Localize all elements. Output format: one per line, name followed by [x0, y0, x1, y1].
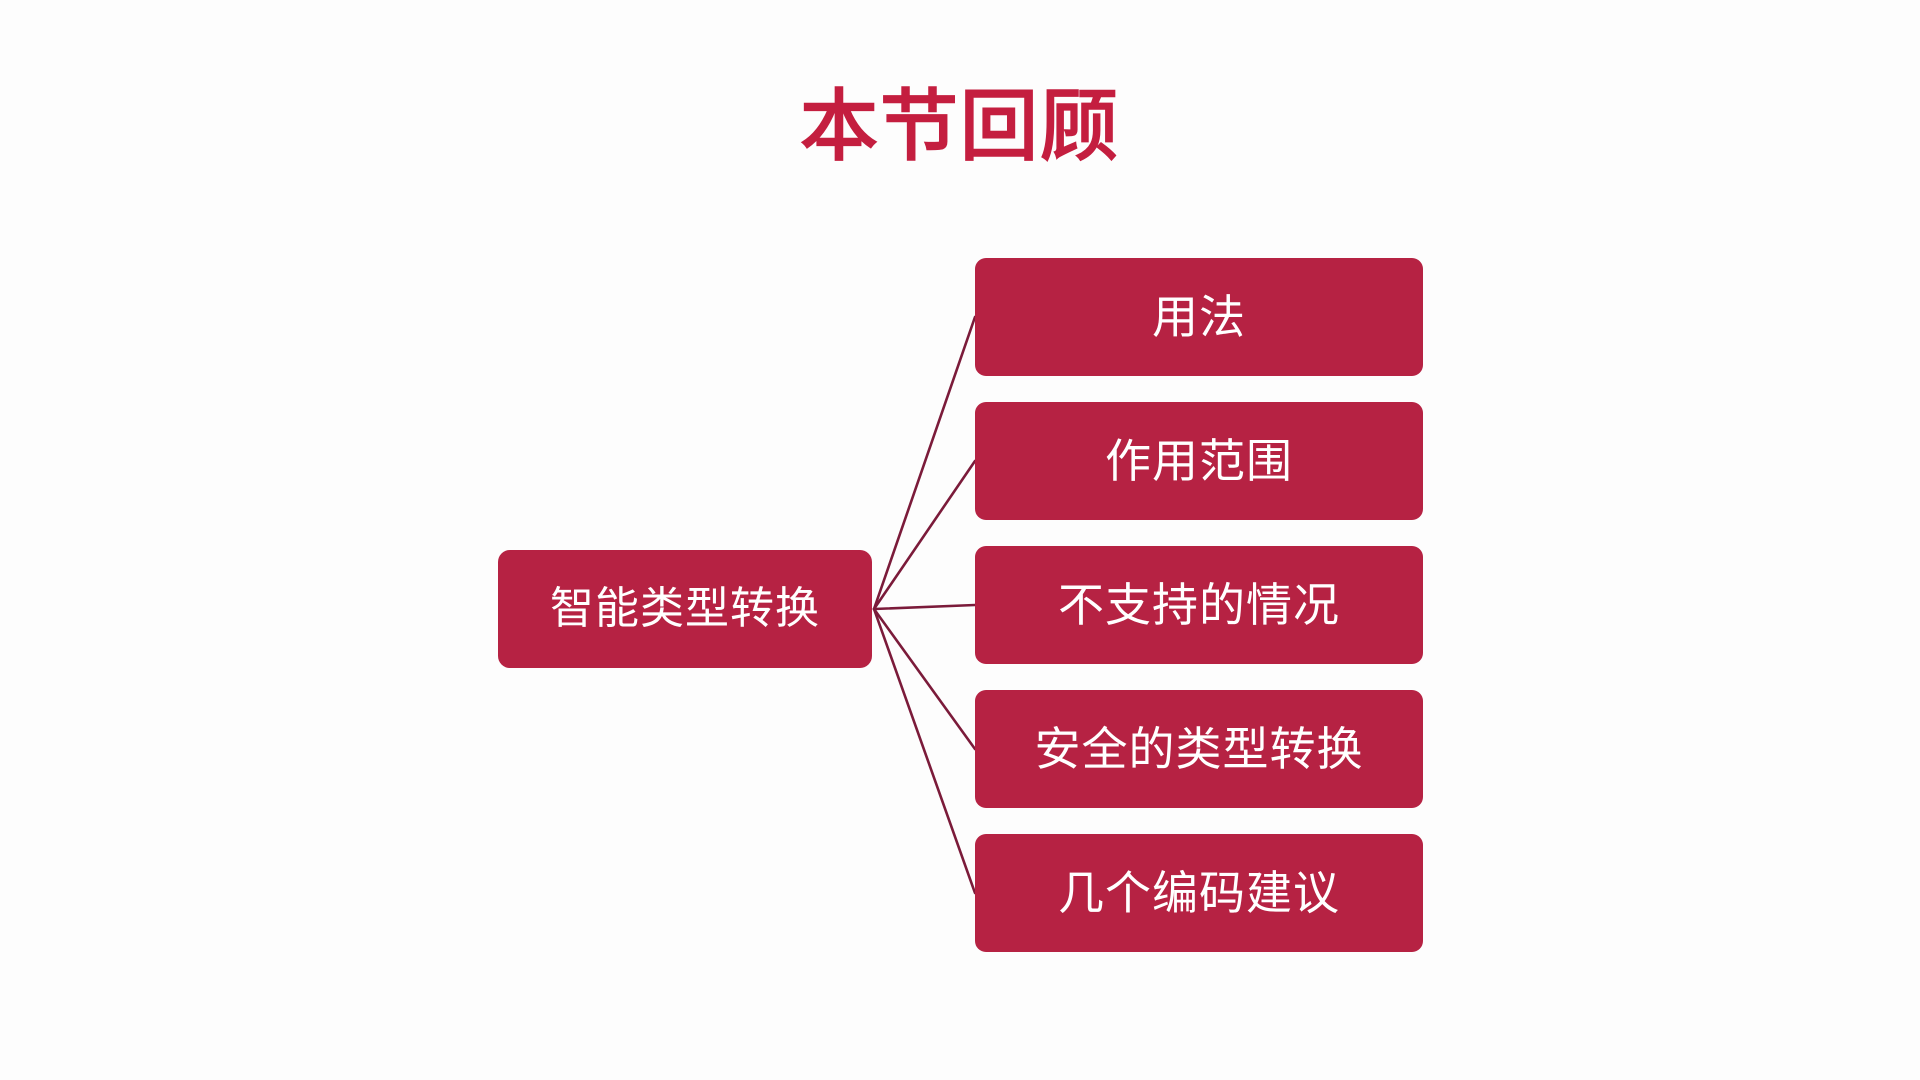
connector-line-1	[872, 459, 977, 611]
mindmap-branch-node[interactable]: 作用范围	[975, 402, 1423, 520]
connector-line-3	[872, 607, 977, 751]
mindmap-branch-label: 几个编码建议	[1058, 867, 1340, 919]
connector-line-0	[872, 315, 977, 611]
mindmap-branch-label: 不支持的情况	[1058, 579, 1340, 631]
connector-line-2	[872, 603, 977, 611]
mindmap-branch-node[interactable]: 安全的类型转换	[975, 690, 1423, 808]
mindmap-branch-node[interactable]: 几个编码建议	[975, 834, 1423, 952]
mindmap-branch-node[interactable]: 不支持的情况	[975, 546, 1423, 664]
connector-line-4	[872, 607, 977, 895]
page-title: 本节回顾	[799, 82, 1120, 170]
mindmap-branch-label: 用法	[1152, 291, 1246, 343]
mindmap-branch-node[interactable]: 用法	[975, 258, 1423, 376]
mindmap-branch-label: 作用范围	[1105, 435, 1293, 487]
mindmap-branch-label: 安全的类型转换	[1034, 723, 1364, 775]
mindmap-root-label: 智能类型转换	[550, 584, 820, 633]
mindmap-root-node[interactable]: 智能类型转换	[498, 550, 872, 668]
